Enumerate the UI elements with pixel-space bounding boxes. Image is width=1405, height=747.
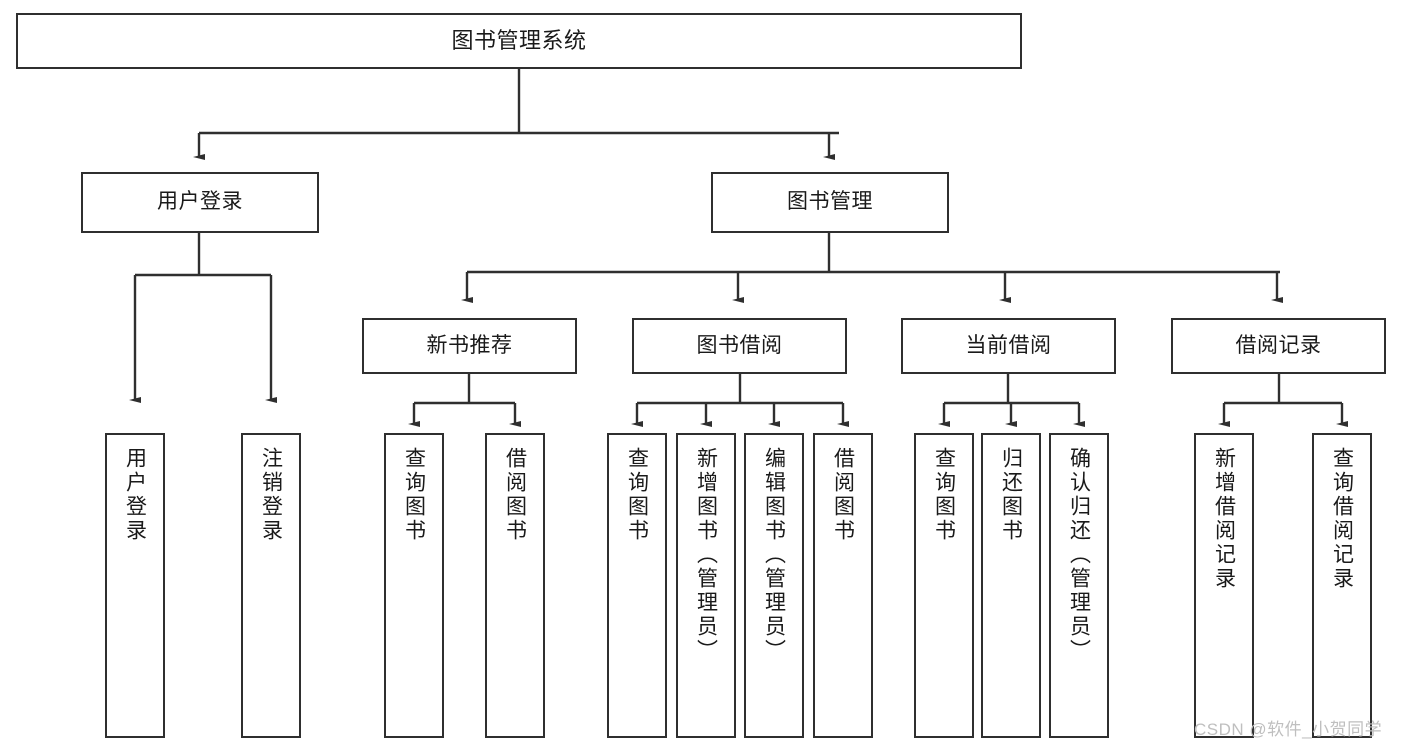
leaf-borrow-add-book-admin[interactable]: 新增图书（管理员） bbox=[676, 433, 736, 738]
watermark: CSDN @软件_小贺同学 bbox=[1194, 720, 1383, 739]
node-label: 借阅图书 bbox=[831, 447, 855, 543]
node-new-book-recommendation[interactable]: 新书推荐 bbox=[362, 318, 577, 374]
node-label: 查询图书 bbox=[932, 447, 956, 543]
node-label: 图书借阅 bbox=[696, 333, 783, 357]
node-current-borrowing[interactable]: 当前借阅 bbox=[901, 318, 1116, 374]
node-label: 图书管理系统 bbox=[451, 28, 587, 54]
leaf-current-confirm-return-admin[interactable]: 确认归还（管理员） bbox=[1049, 433, 1109, 738]
node-label: 编辑图书（管理员） bbox=[762, 447, 786, 663]
node-root-book-management-system[interactable]: 图书管理系统 bbox=[16, 13, 1022, 69]
node-label: 注销登录 bbox=[259, 447, 283, 543]
node-label: 查询图书 bbox=[625, 447, 649, 543]
leaf-logout[interactable]: 注销登录 bbox=[241, 433, 301, 738]
leaf-new-books-query-book[interactable]: 查询图书 bbox=[384, 433, 444, 738]
node-label: 借阅记录 bbox=[1235, 333, 1322, 357]
node-label: 归还图书 bbox=[999, 447, 1023, 543]
leaf-borrow-edit-book-admin[interactable]: 编辑图书（管理员） bbox=[744, 433, 804, 738]
leaf-borrow-query-book[interactable]: 查询图书 bbox=[607, 433, 667, 738]
leaf-new-books-borrow-book[interactable]: 借阅图书 bbox=[485, 433, 545, 738]
node-label: 用户登录 bbox=[123, 447, 147, 543]
node-label: 查询图书 bbox=[402, 447, 426, 543]
node-label: 图书管理 bbox=[787, 190, 873, 214]
node-label: 新书推荐 bbox=[426, 333, 513, 357]
leaf-records-query-record[interactable]: 查询借阅记录 bbox=[1312, 433, 1372, 738]
node-label: 借阅图书 bbox=[503, 447, 527, 543]
node-book-borrowing[interactable]: 图书借阅 bbox=[632, 318, 847, 374]
node-label: 确认归还（管理员） bbox=[1067, 447, 1091, 663]
node-label: 新增图书（管理员） bbox=[694, 447, 718, 663]
node-label: 用户登录 bbox=[157, 190, 243, 214]
leaf-user-login[interactable]: 用户登录 bbox=[105, 433, 165, 738]
node-label: 查询借阅记录 bbox=[1330, 447, 1354, 591]
leaf-borrow-borrow-book[interactable]: 借阅图书 bbox=[813, 433, 873, 738]
node-user-login[interactable]: 用户登录 bbox=[81, 172, 319, 233]
leaf-records-add-record[interactable]: 新增借阅记录 bbox=[1194, 433, 1254, 738]
node-borrowing-records[interactable]: 借阅记录 bbox=[1171, 318, 1386, 374]
node-label: 新增借阅记录 bbox=[1212, 447, 1236, 591]
node-book-management[interactable]: 图书管理 bbox=[711, 172, 949, 233]
leaf-current-query-book[interactable]: 查询图书 bbox=[914, 433, 974, 738]
node-label: 当前借阅 bbox=[965, 333, 1052, 357]
leaf-current-return-book[interactable]: 归还图书 bbox=[981, 433, 1041, 738]
